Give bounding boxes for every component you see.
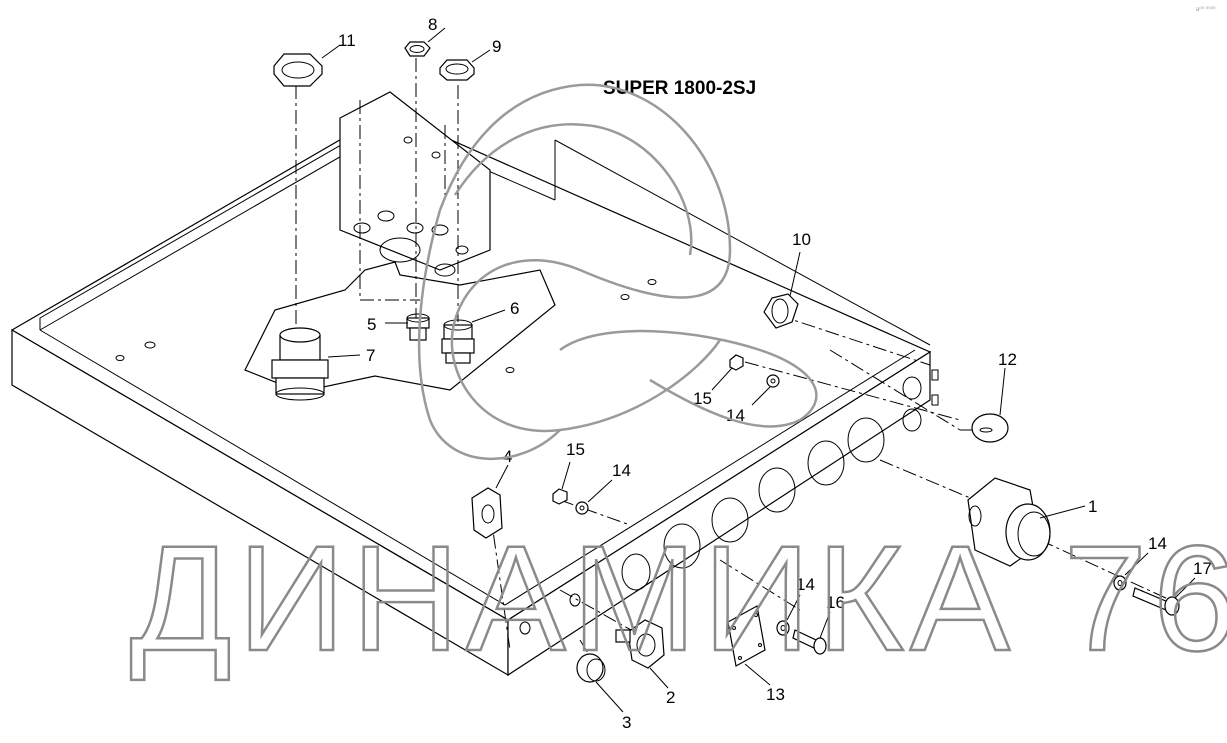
part-7-large-cable-gland[interactable] [271, 327, 329, 401]
part-11-hex-nut[interactable] [273, 53, 323, 87]
part-1-panel-socket[interactable] [967, 477, 1051, 567]
callout-14-right: 14 [1148, 534, 1167, 553]
part-14-washer-middle[interactable] [575, 501, 589, 515]
watermark-text: ДИНАМИКА 76 [130, 514, 1227, 682]
callout-labels: 11 8 9 5 6 7 10 15 14 12 1 14 17 4 15 14… [338, 15, 1212, 732]
callout-3: 3 [622, 713, 631, 732]
part-15-nut-middle[interactable] [552, 488, 568, 505]
callout-10: 10 [792, 230, 811, 249]
part-9-nut[interactable] [439, 59, 475, 81]
assembly-lines [295, 58, 1171, 666]
callout-14-middle: 14 [612, 461, 631, 480]
part-2-connector[interactable] [615, 619, 665, 669]
part-14-washer-lower[interactable] [776, 620, 790, 636]
callout-1: 1 [1088, 497, 1097, 516]
corner-mark: a⁰⁰ ⁰⁰⁰⁰ [1196, 6, 1216, 13]
part-13-cover-plate[interactable] [727, 605, 766, 667]
part-17-bolt[interactable] [1132, 587, 1180, 616]
front-panel-openings [519, 376, 922, 635]
part-14-washer-right[interactable] [1113, 575, 1127, 591]
callout-13: 13 [766, 685, 785, 704]
part-16-bolt[interactable] [792, 629, 827, 655]
part-14-washer-upper[interactable] [766, 374, 780, 388]
callout-9: 9 [492, 37, 501, 56]
callout-14-lower: 14 [796, 575, 815, 594]
part-10-hex-nut[interactable] [763, 293, 799, 329]
callout-12: 12 [998, 350, 1017, 369]
part-15-nut-upper[interactable] [729, 354, 744, 371]
model-title: SUPER 1800-2SJ [603, 78, 756, 99]
callout-16: 16 [826, 593, 845, 612]
callout-2: 2 [666, 688, 675, 707]
callout-17: 17 [1193, 559, 1212, 578]
part-12-blanking-plug[interactable] [971, 413, 1009, 443]
watermark-logo [417, 83, 818, 460]
callout-8: 8 [428, 15, 437, 34]
part-3-cap[interactable] [576, 653, 606, 683]
callout-15-upper: 15 [693, 389, 712, 408]
callout-11: 11 [338, 31, 356, 50]
callout-5: 5 [367, 315, 376, 334]
callout-6: 6 [510, 299, 519, 318]
leader-lines [321, 27, 1196, 713]
callout-7: 7 [366, 346, 375, 365]
part-6-cable-gland[interactable] [441, 319, 475, 364]
part-8-small-nut[interactable] [404, 41, 431, 57]
callout-15-middle: 15 [566, 440, 585, 459]
part-4-cable-clamp[interactable] [471, 487, 503, 539]
